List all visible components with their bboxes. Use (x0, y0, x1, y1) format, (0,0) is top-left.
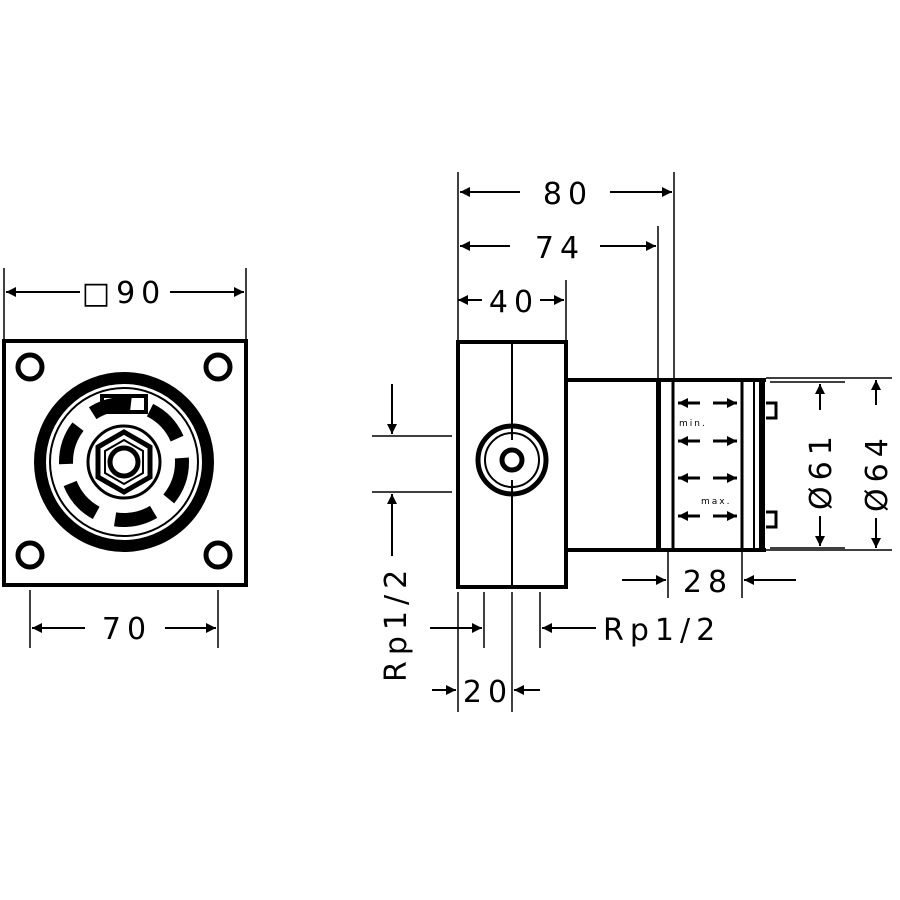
adjustment-arrows (678, 398, 737, 521)
body-depth-dimension: 40 (489, 285, 539, 320)
inner-diameter-dimension: Ø61 (804, 430, 839, 510)
side-view: min. max. 80 74 40 Ø61 Ø64 28 (372, 172, 895, 712)
max-label: max. (701, 497, 731, 507)
front-view: □90 70 (2, 268, 248, 648)
thread-right-dimension: Rp1/2 (603, 613, 721, 648)
outlet-connection (475, 423, 549, 497)
depth-74-dimension: 74 (535, 231, 585, 266)
overall-depth-dimension: 80 (543, 177, 593, 212)
hole-spacing-dimension: 70 (102, 612, 152, 647)
outer-diameter-dimension: Ø64 (860, 432, 895, 512)
width-dimension: □90 (82, 276, 167, 311)
valve-ring (34, 372, 214, 552)
min-label: min. (679, 419, 707, 429)
extension-sleeve (658, 378, 778, 552)
extension-dimension: 28 (683, 565, 733, 600)
mounting-holes (15, 352, 233, 570)
thread-left-dimension: Rp1/2 (379, 564, 414, 682)
offset-dimension: 20 (463, 675, 513, 710)
